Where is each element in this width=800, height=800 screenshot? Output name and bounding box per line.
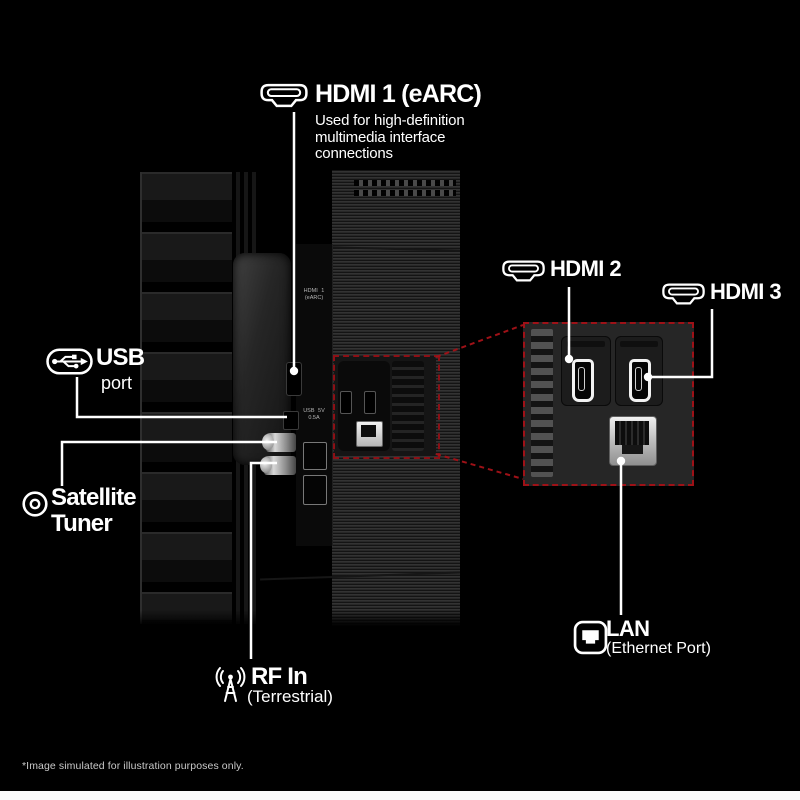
- satellite-title-line1: Satellite: [51, 484, 137, 511]
- hdmi-icon: [259, 82, 309, 110]
- hdmi1-port: [286, 362, 302, 396]
- panel-vent-ribs: [531, 329, 553, 477]
- usb-icon: [46, 348, 93, 375]
- lan-ethernet-port: [609, 416, 657, 466]
- tv-port-cover: [233, 253, 291, 465]
- hdmi-icon: [501, 259, 546, 284]
- rf-title: RF In: [251, 663, 308, 690]
- usb-subtitle: port: [101, 373, 133, 393]
- hdmi1-title: HDMI 1 (eARC): [315, 80, 482, 108]
- hdmi3-bay-label: [620, 341, 658, 347]
- hdmi1-description-line: Used for high-definition: [315, 112, 465, 129]
- hdmi2-title: HDMI 2: [550, 256, 622, 281]
- rf-subtitle: (Terrestrial): [247, 687, 333, 706]
- tv-back-panel-photo: HDMI 1 (eARC) USB 5V 0.5A: [140, 170, 461, 626]
- hdmi1-description-line: multimedia interface: [315, 128, 446, 146]
- strip-satellite-plate: [303, 442, 327, 470]
- bottom-white-bar: [0, 791, 800, 800]
- tv-vent-row: [354, 180, 456, 186]
- satellite-title: Satellite Tuner: [51, 484, 137, 537]
- strip-micro-label-hdmi: HDMI 1 (eARC): [303, 288, 325, 301]
- strip-micro-label-usb: USB 5V 0.5A: [303, 408, 325, 421]
- hdmi2-port: [572, 359, 594, 402]
- hdmi2-port-small: [340, 391, 352, 414]
- usb-port: [283, 411, 299, 430]
- lan-ethernet-icon: [573, 620, 608, 655]
- lan-subtitle: (Ethernet Port): [606, 640, 711, 657]
- hdmi2-bay-label: [567, 341, 605, 347]
- zoom-source-box: [333, 355, 440, 459]
- tv-vent-row: [354, 190, 456, 196]
- disclaimer-text: *Image simulated for illustration purpos…: [22, 760, 244, 772]
- lan-title: LAN: [606, 616, 650, 641]
- rf-antenna-icon: [212, 665, 249, 705]
- tv-bottom-shadow: [140, 610, 460, 626]
- hdmi-icon: [661, 282, 706, 307]
- strip-rf-plate: [303, 475, 327, 505]
- tv-back-slats: [140, 172, 234, 624]
- satellite-title-line2: Tuner: [51, 510, 113, 537]
- lan-port-small: [356, 421, 383, 447]
- hdmi3-port-small: [364, 391, 376, 414]
- hdmi1-description-line: connections: [315, 145, 393, 162]
- satellite-tuner-icon: [21, 490, 49, 518]
- tv-port-bay-ribs: [392, 361, 424, 451]
- zoomed-port-panel: [523, 322, 694, 486]
- satellite-tuner-port: [262, 433, 296, 452]
- hdmi3-port: [629, 359, 651, 402]
- hdmi3-title: HDMI 3: [710, 279, 782, 304]
- usb-title: USB: [96, 344, 145, 371]
- rf-in-port: [260, 456, 296, 475]
- hdmi1-description: Used for high-definition multimedia inte…: [315, 112, 465, 163]
